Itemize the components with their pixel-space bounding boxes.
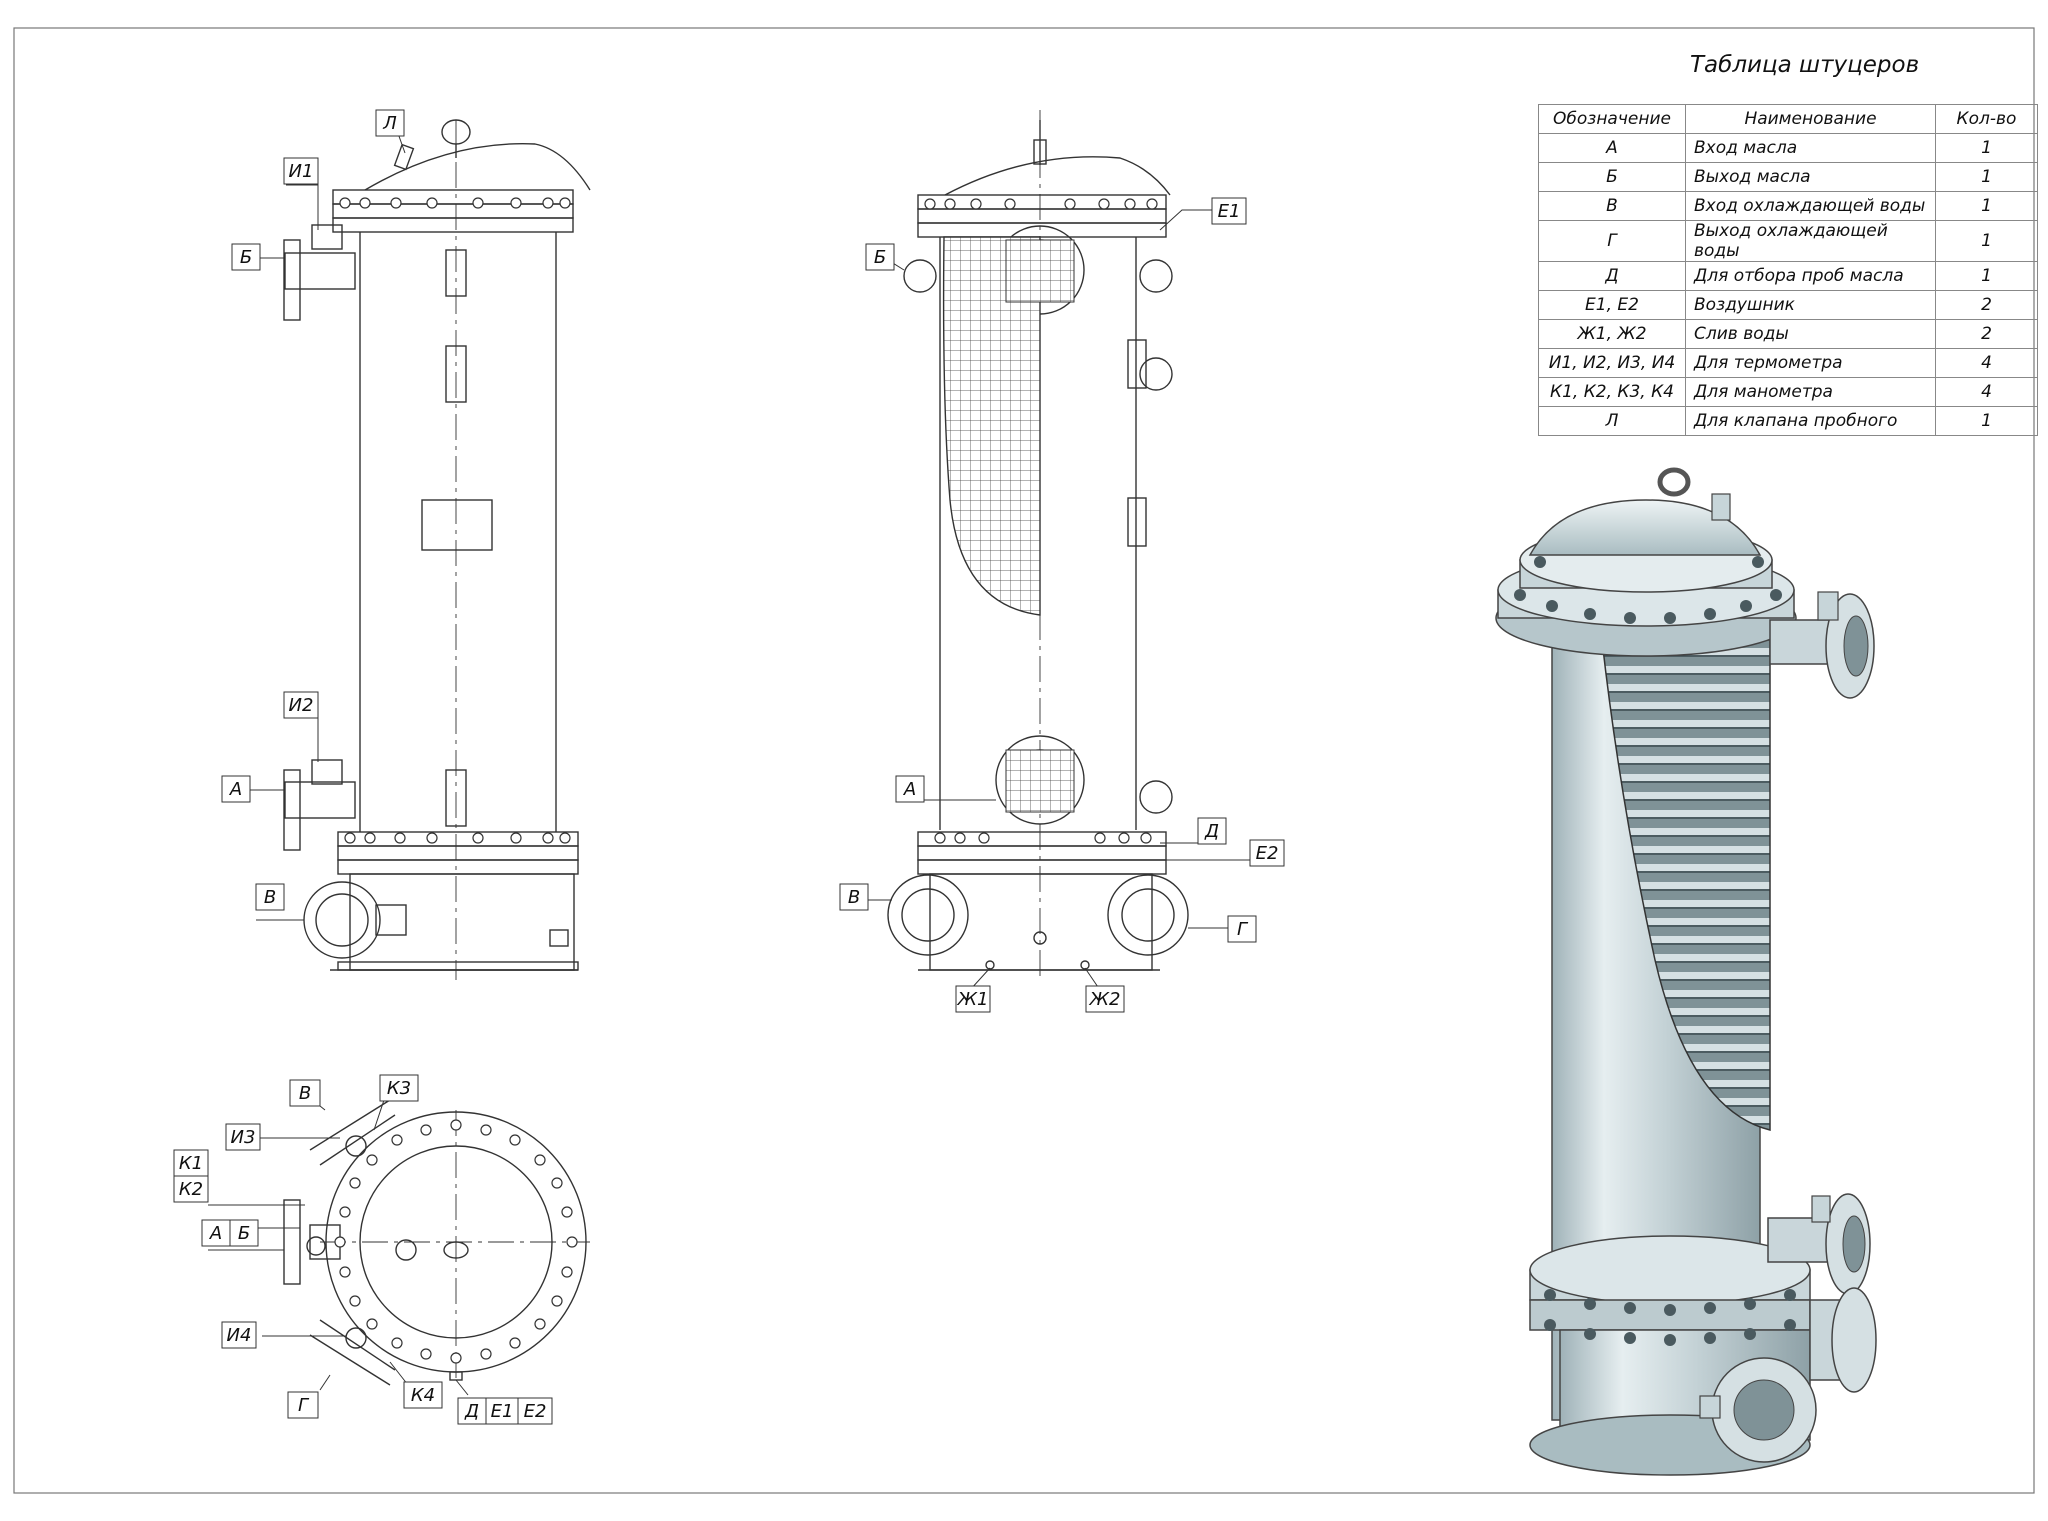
row-code: Л bbox=[1538, 406, 1686, 436]
label-E2: Е2 bbox=[1256, 843, 1279, 864]
nozzle-grid-top bbox=[1005, 239, 1075, 303]
label-B-top: Б bbox=[238, 1223, 250, 1244]
label-K4: К4 bbox=[411, 1385, 435, 1406]
row-name: Вход масла bbox=[1685, 133, 1936, 163]
label-I2: И2 bbox=[289, 695, 314, 716]
leader-lines bbox=[208, 124, 1250, 1396]
table-title: Таблица штуцеров bbox=[1690, 52, 1920, 78]
coil-cutaway bbox=[942, 236, 1041, 616]
label-ZH2: Ж2 bbox=[1089, 989, 1121, 1010]
row-qty: 1 bbox=[1935, 261, 2038, 291]
row-code: И1, И2, И3, И4 bbox=[1538, 348, 1686, 378]
label-boxes bbox=[173, 109, 1285, 1425]
row-name: Выход масла bbox=[1685, 162, 1936, 192]
sheet-frame bbox=[13, 27, 2035, 1494]
row-code: Г bbox=[1538, 220, 1686, 262]
label-E2-top: Е2 bbox=[524, 1401, 547, 1422]
label-B-side: Б bbox=[874, 247, 886, 268]
label-A-top: А bbox=[209, 1223, 222, 1244]
top-view bbox=[283, 1099, 590, 1386]
row-code: К1, К2, К3, К4 bbox=[1538, 377, 1686, 407]
row-code: Е1, Е2 bbox=[1538, 290, 1686, 320]
row-code: Д bbox=[1538, 261, 1686, 291]
label-V-top: В bbox=[299, 1083, 311, 1104]
row-qty: 2 bbox=[1935, 319, 2038, 349]
side-view bbox=[887, 110, 1189, 980]
header-qty: Кол-во bbox=[1935, 104, 2038, 134]
label-E1: Е1 bbox=[1218, 201, 1241, 222]
label-D-top: Д bbox=[464, 1401, 479, 1422]
row-qty: 1 bbox=[1935, 162, 2038, 192]
row-qty: 1 bbox=[1935, 133, 2038, 163]
row-name: Воздушник bbox=[1685, 290, 1936, 320]
label-K2: К2 bbox=[179, 1179, 203, 1200]
label-V-front: В bbox=[264, 887, 276, 908]
header-code: Обозначение bbox=[1538, 104, 1686, 134]
label-K1: К1 bbox=[179, 1153, 203, 1174]
isometric-bolts bbox=[1514, 556, 1796, 1346]
row-qty: 1 bbox=[1935, 220, 2038, 262]
front-view bbox=[283, 119, 591, 980]
label-G-top: Г bbox=[298, 1395, 310, 1416]
label-G-side: Г bbox=[1237, 919, 1249, 940]
label-ZH1: Ж1 bbox=[957, 989, 989, 1010]
row-code: Ж1, Ж2 bbox=[1538, 319, 1686, 349]
row-name: Для термометра bbox=[1685, 348, 1936, 378]
label-A-front: А bbox=[229, 779, 242, 800]
row-name: Слив воды bbox=[1685, 319, 1936, 349]
label-A-side: А bbox=[903, 779, 916, 800]
row-code: В bbox=[1538, 191, 1686, 221]
row-qty: 1 bbox=[1935, 406, 2038, 436]
label-K3: К3 bbox=[387, 1078, 411, 1099]
row-code: А bbox=[1538, 133, 1686, 163]
label-I4: И4 bbox=[227, 1325, 252, 1346]
row-code: Б bbox=[1538, 162, 1686, 192]
row-qty: 4 bbox=[1935, 377, 2038, 407]
row-name: Вход охлаждающей воды bbox=[1685, 191, 1936, 221]
label-E1-top: Е1 bbox=[491, 1401, 514, 1422]
row-name: Для манометра bbox=[1685, 377, 1936, 407]
row-name: Для клапана пробного bbox=[1685, 406, 1936, 436]
label-texts: Л И1 Б И2 А В Е1 Б А Д Е2 В Г Ж1 Ж2 В К3… bbox=[179, 113, 1279, 1422]
label-B-front: Б bbox=[240, 247, 252, 268]
label-I3: И3 bbox=[231, 1127, 256, 1148]
row-qty: 2 bbox=[1935, 290, 2038, 320]
header-name: Наименование bbox=[1685, 104, 1936, 134]
label-L: Л bbox=[382, 113, 397, 134]
label-D-side: Д bbox=[1204, 821, 1219, 842]
label-V-side: В bbox=[848, 887, 860, 908]
front-view-bolts bbox=[339, 197, 571, 844]
label-I1: И1 bbox=[289, 161, 314, 182]
side-view-bolts bbox=[924, 198, 1158, 844]
row-qty: 4 bbox=[1935, 348, 2038, 378]
row-name: Для отбора проб масла bbox=[1685, 261, 1936, 291]
table-header-row: Обозначение Наименование Кол-во bbox=[1538, 104, 2038, 134]
nozzle-grid-bottom bbox=[1005, 749, 1075, 813]
top-view-bolts bbox=[334, 1119, 578, 1364]
isometric-model bbox=[1495, 467, 1877, 1476]
row-qty: 1 bbox=[1935, 191, 2038, 221]
row-name: Выход охлаждающей воды bbox=[1685, 220, 1936, 262]
